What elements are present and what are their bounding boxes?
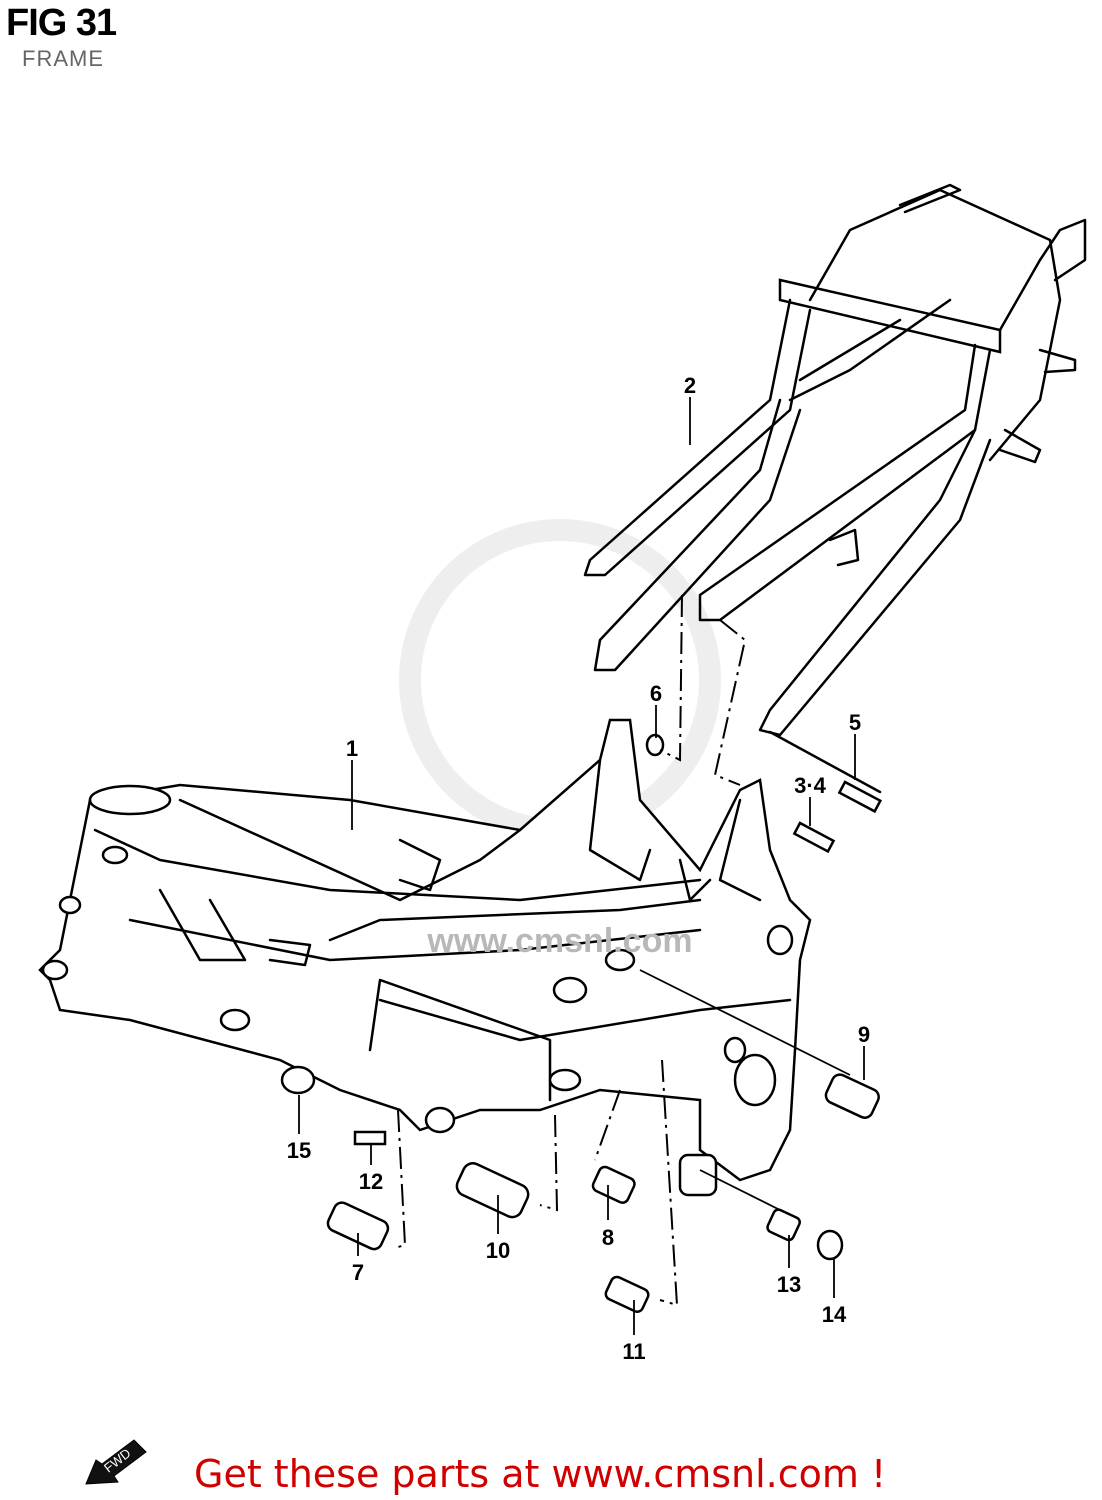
leader-lines [298, 397, 865, 1335]
callout-14: 14 [822, 1302, 847, 1327]
callout-6: 6 [650, 681, 662, 706]
callout-13: 13 [777, 1272, 801, 1297]
promo-link[interactable]: Get these parts at www.cmsnl.com ! [194, 1452, 887, 1496]
callout-9: 9 [858, 1022, 870, 1047]
callout-11: 11 [622, 1339, 645, 1364]
callout-labels: 1 2 3·4 5 6 7 8 9 10 11 12 13 14 15 [287, 373, 870, 1364]
fwd-arrow-icon: FWD [85, 1439, 147, 1485]
callout-10: 10 [486, 1238, 510, 1263]
rear-subframe [583, 183, 1087, 737]
watermark-text: www.cmsnl.com [426, 922, 692, 960]
watermark-logo [399, 519, 721, 841]
figure-subtitle: FRAME [22, 46, 104, 71]
callout-12: 12 [359, 1169, 383, 1194]
callout-7: 7 [352, 1260, 364, 1285]
callout-2: 2 [684, 373, 696, 398]
callout-5: 5 [849, 710, 861, 735]
callout-3-4: 3·4 [794, 773, 827, 798]
callout-8: 8 [602, 1225, 614, 1250]
callout-15: 15 [287, 1138, 311, 1163]
callout-1: 1 [346, 736, 358, 761]
main-frame [38, 718, 812, 1182]
figure-title: FIG 31 [6, 2, 117, 44]
